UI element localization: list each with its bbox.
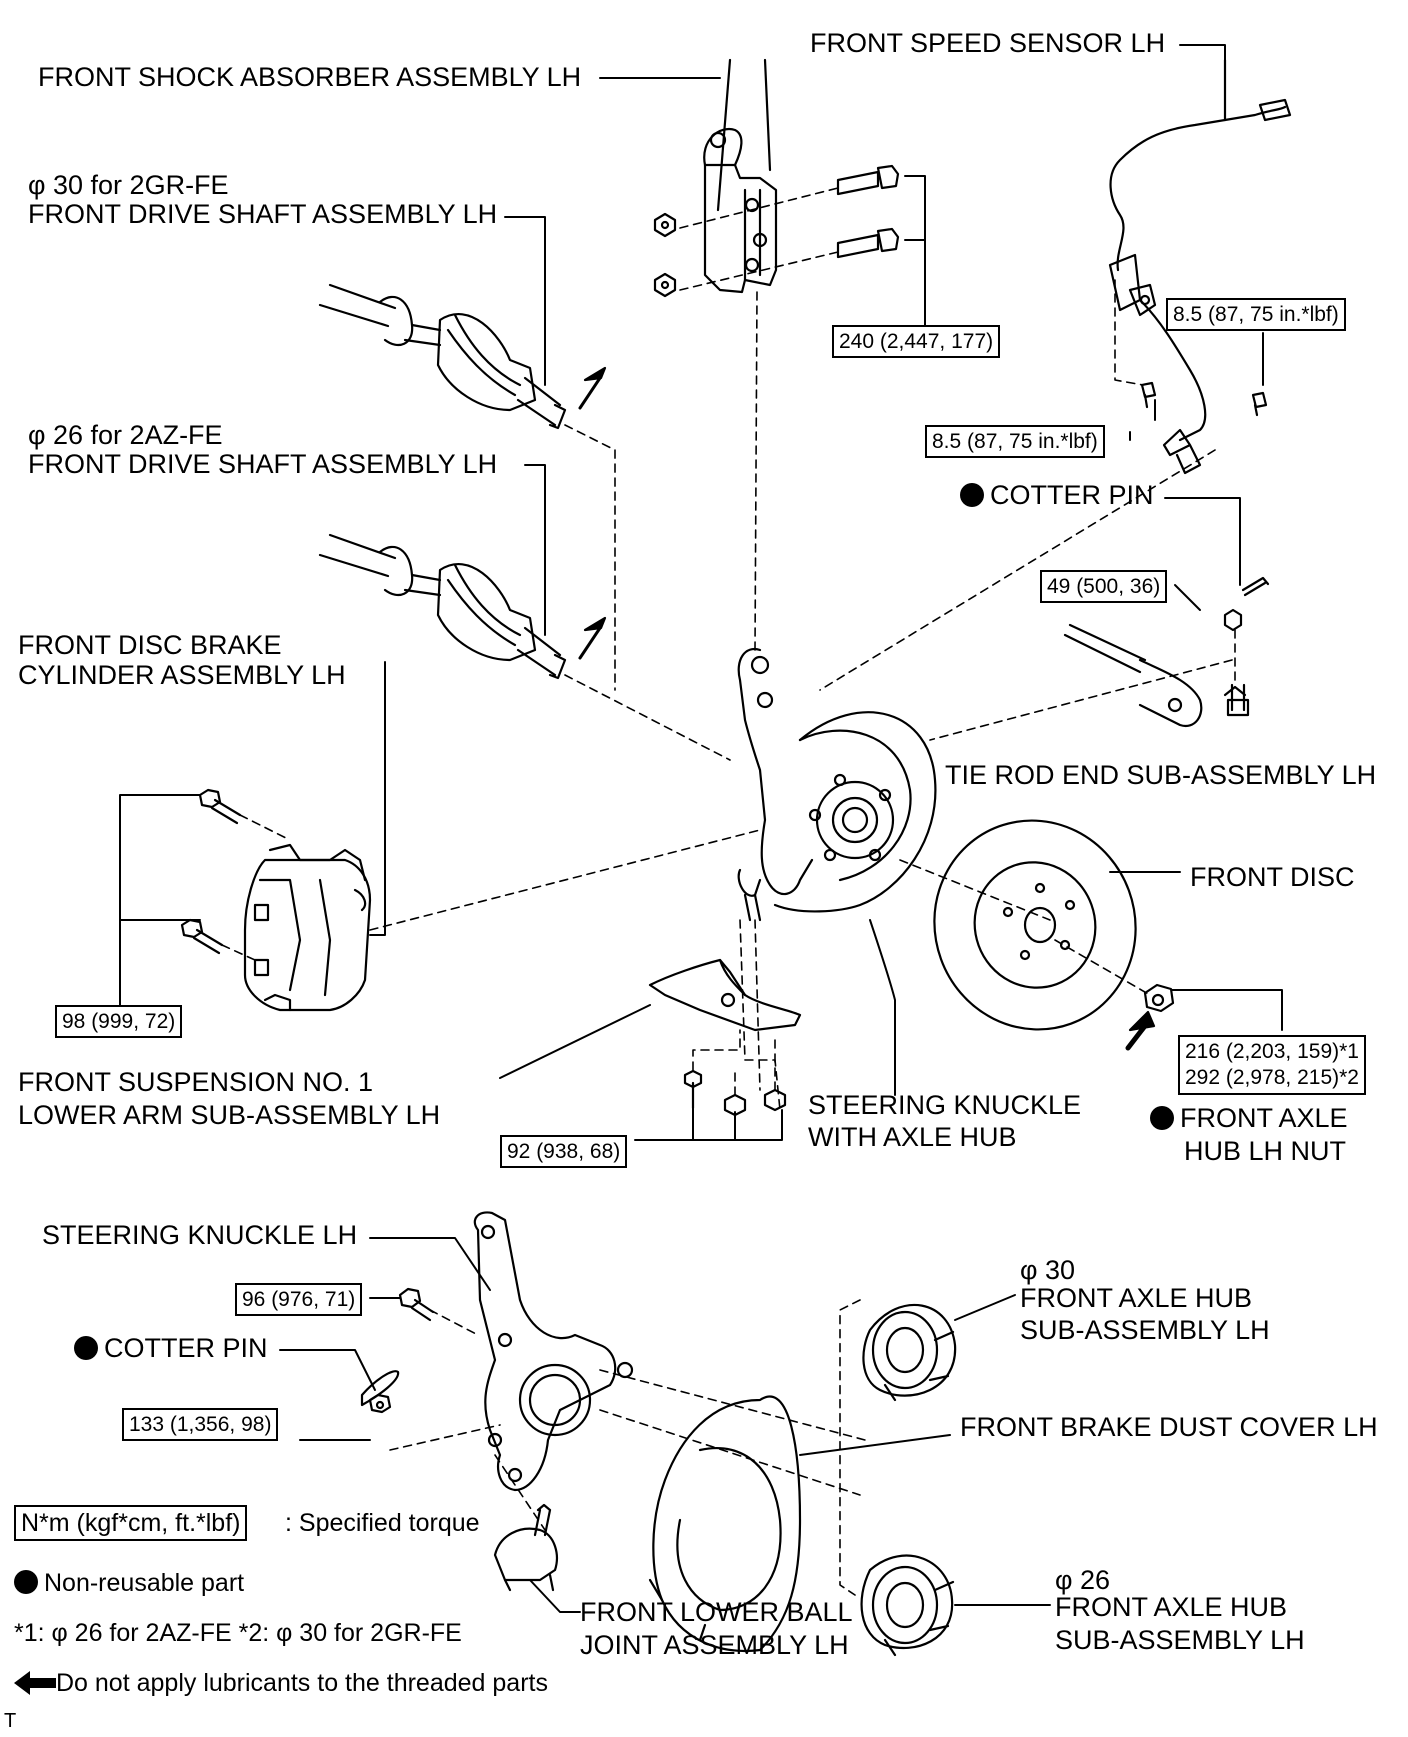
shock-bolts bbox=[836, 164, 900, 259]
torque-sensor-upper: 8.5 (87, 75 in.*lbf) bbox=[1166, 298, 1346, 331]
label-lower-arm-line2: LOWER ARM SUB-ASSEMBLY LH bbox=[18, 1100, 441, 1130]
shock-dashed-lines bbox=[679, 187, 839, 651]
label-brake-cylinder-line2: CYLINDER ASSEMBLY LH bbox=[18, 660, 346, 690]
legend-nonreusable: Non-reusable part bbox=[14, 1568, 244, 1599]
knuckle-bottom-dashed-lines bbox=[389, 1309, 866, 1531]
axle-hub-nut-drawing bbox=[1125, 983, 1175, 1051]
label-ball-joint-line2: JOINT ASSEMBLY LH bbox=[580, 1630, 849, 1660]
label-hub26-line1: φ 26 bbox=[1055, 1565, 1111, 1595]
label-drive-shaft-26-line2: FRONT DRIVE SHAFT ASSEMBLY LH bbox=[28, 449, 498, 479]
label-hub30-line1: φ 30 bbox=[1020, 1255, 1076, 1285]
label-dust-cover: FRONT BRAKE DUST COVER LH bbox=[960, 1412, 1378, 1442]
torque-knuckle-bolt: 96 (976, 71) bbox=[235, 1283, 363, 1316]
label-knuckle-hub-line1: STEERING KNUCKLE bbox=[808, 1090, 1082, 1120]
steering-knuckle-drawing bbox=[473, 1211, 634, 1492]
label-hub26-line2: FRONT AXLE HUB bbox=[1055, 1592, 1288, 1622]
sensor-bolts bbox=[1140, 381, 1268, 417]
axle-hub-26-drawing bbox=[860, 1554, 955, 1657]
label-ball-joint-line1: FRONT LOWER BALL bbox=[580, 1597, 853, 1627]
tie-rod-nut-and-pin bbox=[1223, 576, 1270, 632]
axle-hub-30-drawing bbox=[862, 1303, 957, 1402]
nonreusable-icon bbox=[960, 483, 984, 507]
ball-joint-drawing bbox=[493, 1503, 558, 1592]
corner-mark: T bbox=[4, 1710, 17, 1732]
shock-absorber-drawing bbox=[703, 58, 778, 294]
label-drive-shaft-30-line1: φ 30 for 2GR-FE bbox=[28, 170, 229, 200]
hub30-dashed-lines bbox=[839, 1299, 861, 1596]
driveshaft-dashed-lines bbox=[564, 424, 731, 761]
label-hub26-line3: SUB-ASSEMBLY LH bbox=[1055, 1625, 1305, 1655]
label-axle-nut-line1: FRONT AXLE bbox=[1150, 1103, 1348, 1134]
label-tie-rod: TIE ROD END SUB-ASSEMBLY LH bbox=[945, 760, 1377, 790]
torque-caliper-bolts: 98 (999, 72) bbox=[55, 1005, 183, 1038]
speed-sensor-drawing bbox=[1108, 58, 1292, 475]
label-steering-knuckle: STEERING KNUCKLE LH bbox=[42, 1220, 358, 1250]
lowerarm-dashed-lines bbox=[692, 1029, 776, 1096]
shock-nuts bbox=[653, 212, 677, 298]
drive-shaft-30 bbox=[318, 283, 607, 430]
label-shock-absorber: FRONT SHOCK ABSORBER ASSEMBLY LH bbox=[38, 62, 582, 92]
drive-shaft-26 bbox=[318, 533, 607, 680]
nonreusable-icon bbox=[1150, 1106, 1174, 1130]
caliper-dashed-lines bbox=[221, 814, 761, 961]
label-speed-sensor: FRONT SPEED SENSOR LH bbox=[810, 28, 1166, 58]
legend-arrow-note: Do not apply lubricants to the threaded … bbox=[14, 1668, 548, 1699]
label-cotter-pin-bottom: COTTER PIN bbox=[74, 1333, 268, 1364]
torque-axle-nut-2: 292 (2,978, 215)*2 bbox=[1185, 1066, 1359, 1089]
cotter-pin-top-text: COTTER PIN bbox=[990, 480, 1154, 510]
label-hub30-line3: SUB-ASSEMBLY LH bbox=[1020, 1315, 1270, 1345]
torque-ball-joint-nut: 133 (1,356, 98) bbox=[122, 1408, 279, 1441]
front-disc-drawing bbox=[933, 819, 1137, 1031]
label-cotter-pin-top: COTTER PIN bbox=[960, 480, 1154, 511]
left-arrow-icon bbox=[14, 1671, 56, 1695]
axle-nut-text-1: FRONT AXLE bbox=[1180, 1103, 1348, 1133]
filled-circle-icon bbox=[14, 1570, 38, 1594]
lower-arm-drawing bbox=[648, 958, 802, 1032]
tierod-dashed-lines bbox=[929, 629, 1236, 741]
sensor-dashed-lines bbox=[819, 279, 1216, 691]
torque-shock-bolts: 240 (2,447, 177) bbox=[832, 325, 1001, 358]
label-front-disc: FRONT DISC bbox=[1190, 862, 1355, 892]
caliper-bolts bbox=[180, 788, 242, 955]
torque-tie-rod-nut: 49 (500, 36) bbox=[1040, 570, 1168, 603]
label-axle-nut-line2: HUB LH NUT bbox=[1184, 1136, 1347, 1166]
knuckle-with-hub-drawing bbox=[737, 647, 937, 922]
disc-dashed-line bbox=[1054, 939, 1151, 996]
legend-arrow-note-text: Do not apply lubricants to the threaded … bbox=[56, 1669, 548, 1697]
label-hub30-line2: FRONT AXLE HUB bbox=[1020, 1283, 1253, 1313]
torque-axle-nut-1: 216 (2,203, 159)*1 bbox=[1185, 1040, 1359, 1063]
torque-lower-arm-bolts: 92 (938, 68) bbox=[500, 1135, 628, 1168]
label-brake-cylinder-line1: FRONT DISC BRAKE bbox=[18, 630, 282, 660]
torque-sensor-lower: 8.5 (87, 75 in.*lbf) bbox=[925, 425, 1105, 458]
dust-cover-drawing bbox=[648, 1395, 802, 1652]
legend-torque-desc: : Specified torque bbox=[285, 1509, 480, 1537]
knuckle-bolt-and-nut bbox=[360, 1287, 435, 1414]
legend-footnote: *1: φ 26 for 2AZ-FE *2: φ 30 for 2GR-FE bbox=[14, 1619, 462, 1647]
label-drive-shaft-26-line1: φ 26 for 2AZ-FE bbox=[28, 420, 223, 450]
nonreusable-icon bbox=[74, 1336, 98, 1360]
brake-caliper-drawing bbox=[243, 843, 372, 1012]
tie-rod-end-drawing bbox=[1063, 623, 1250, 728]
label-lower-arm-line1: FRONT SUSPENSION NO. 1 bbox=[18, 1067, 374, 1097]
cotter-pin-bottom-text: COTTER PIN bbox=[104, 1333, 268, 1363]
torque-axle-nut: 216 (2,203, 159)*1 292 (2,978, 215)*2 bbox=[1178, 1035, 1366, 1095]
legend-nonreusable-text: Non-reusable part bbox=[44, 1569, 245, 1597]
label-knuckle-hub-line2: WITH AXLE HUB bbox=[808, 1122, 1017, 1152]
legend-torque-unit: N*m (kgf*cm, ft.*lbf) bbox=[14, 1505, 248, 1541]
label-drive-shaft-30-line2: FRONT DRIVE SHAFT ASSEMBLY LH bbox=[28, 199, 498, 229]
